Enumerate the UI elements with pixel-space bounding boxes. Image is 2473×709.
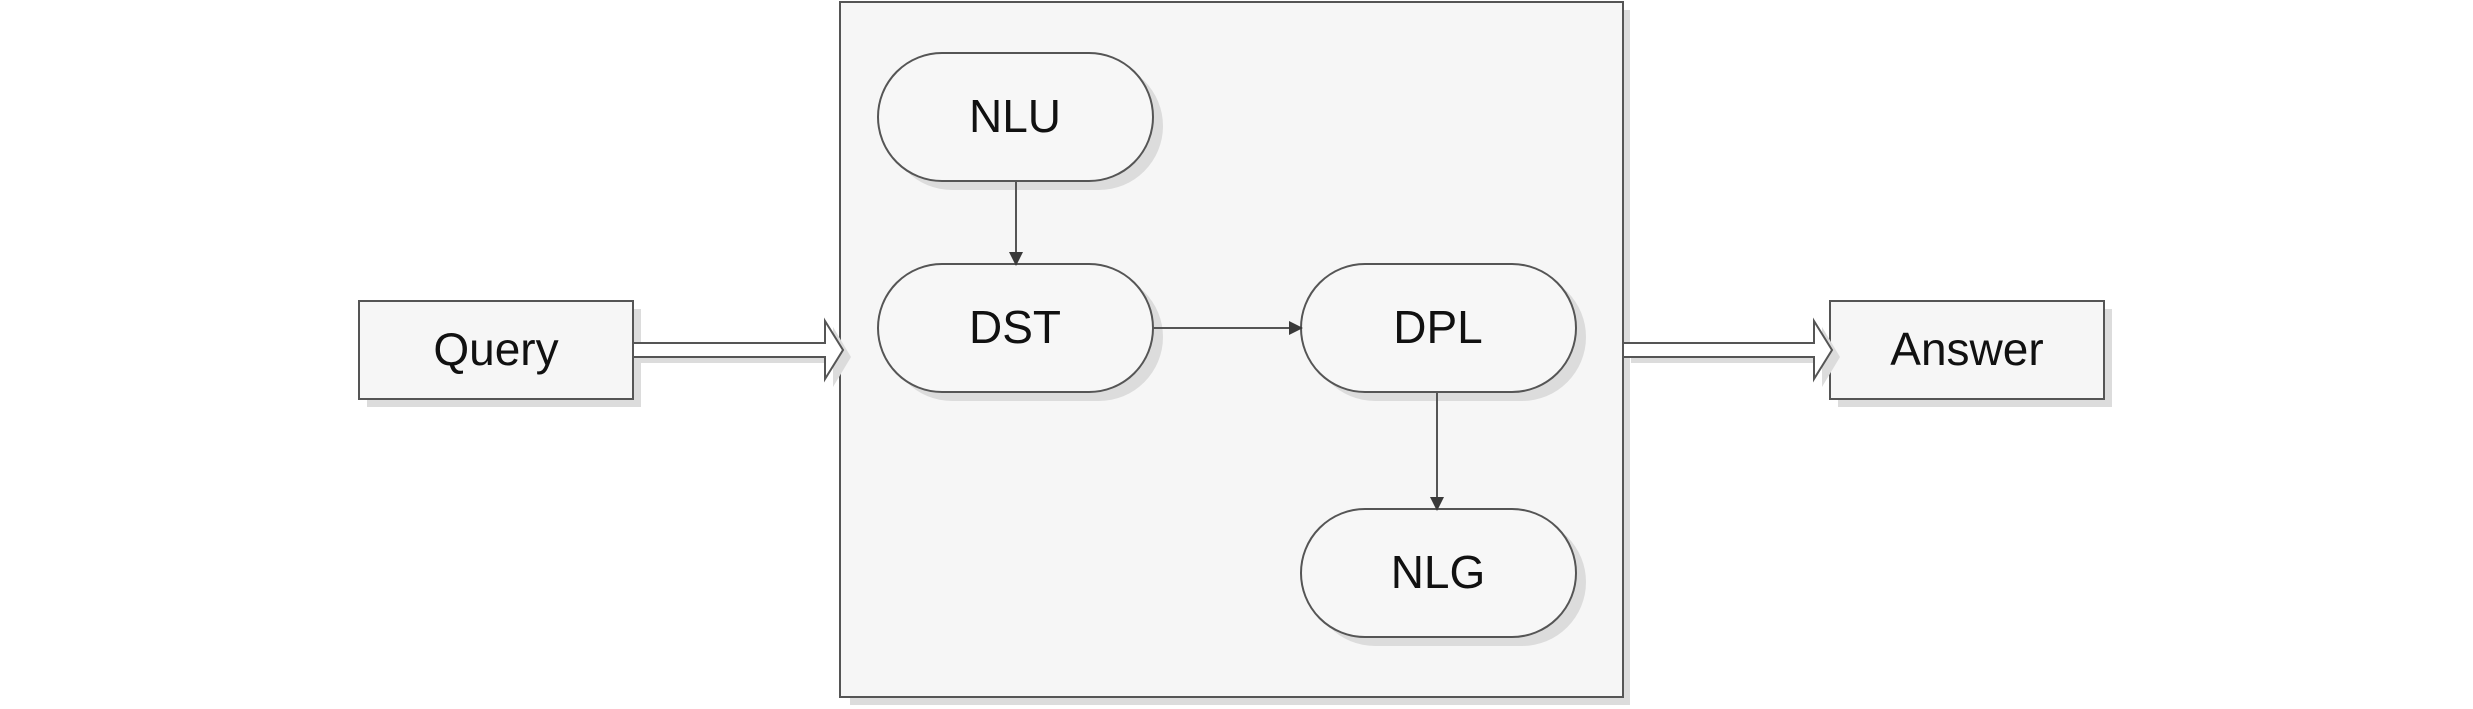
system-to-answer-arrow <box>1622 317 1840 387</box>
answer-node: Answer <box>1829 300 2112 407</box>
nlg-label: NLG <box>1391 546 1486 598</box>
query-node: Query <box>358 300 641 407</box>
query-label: Query <box>433 323 558 375</box>
nlg-node: NLG <box>1300 508 1586 646</box>
answer-label: Answer <box>1890 323 2043 375</box>
query-to-system-arrow <box>632 317 851 387</box>
dpl-label: DPL <box>1393 301 1482 353</box>
dpl-node: DPL <box>1300 263 1586 401</box>
nlu-label: NLU <box>969 90 1061 142</box>
dst-label: DST <box>969 301 1061 353</box>
nlu-node: NLU <box>877 52 1163 190</box>
dst-node: DST <box>877 263 1163 401</box>
